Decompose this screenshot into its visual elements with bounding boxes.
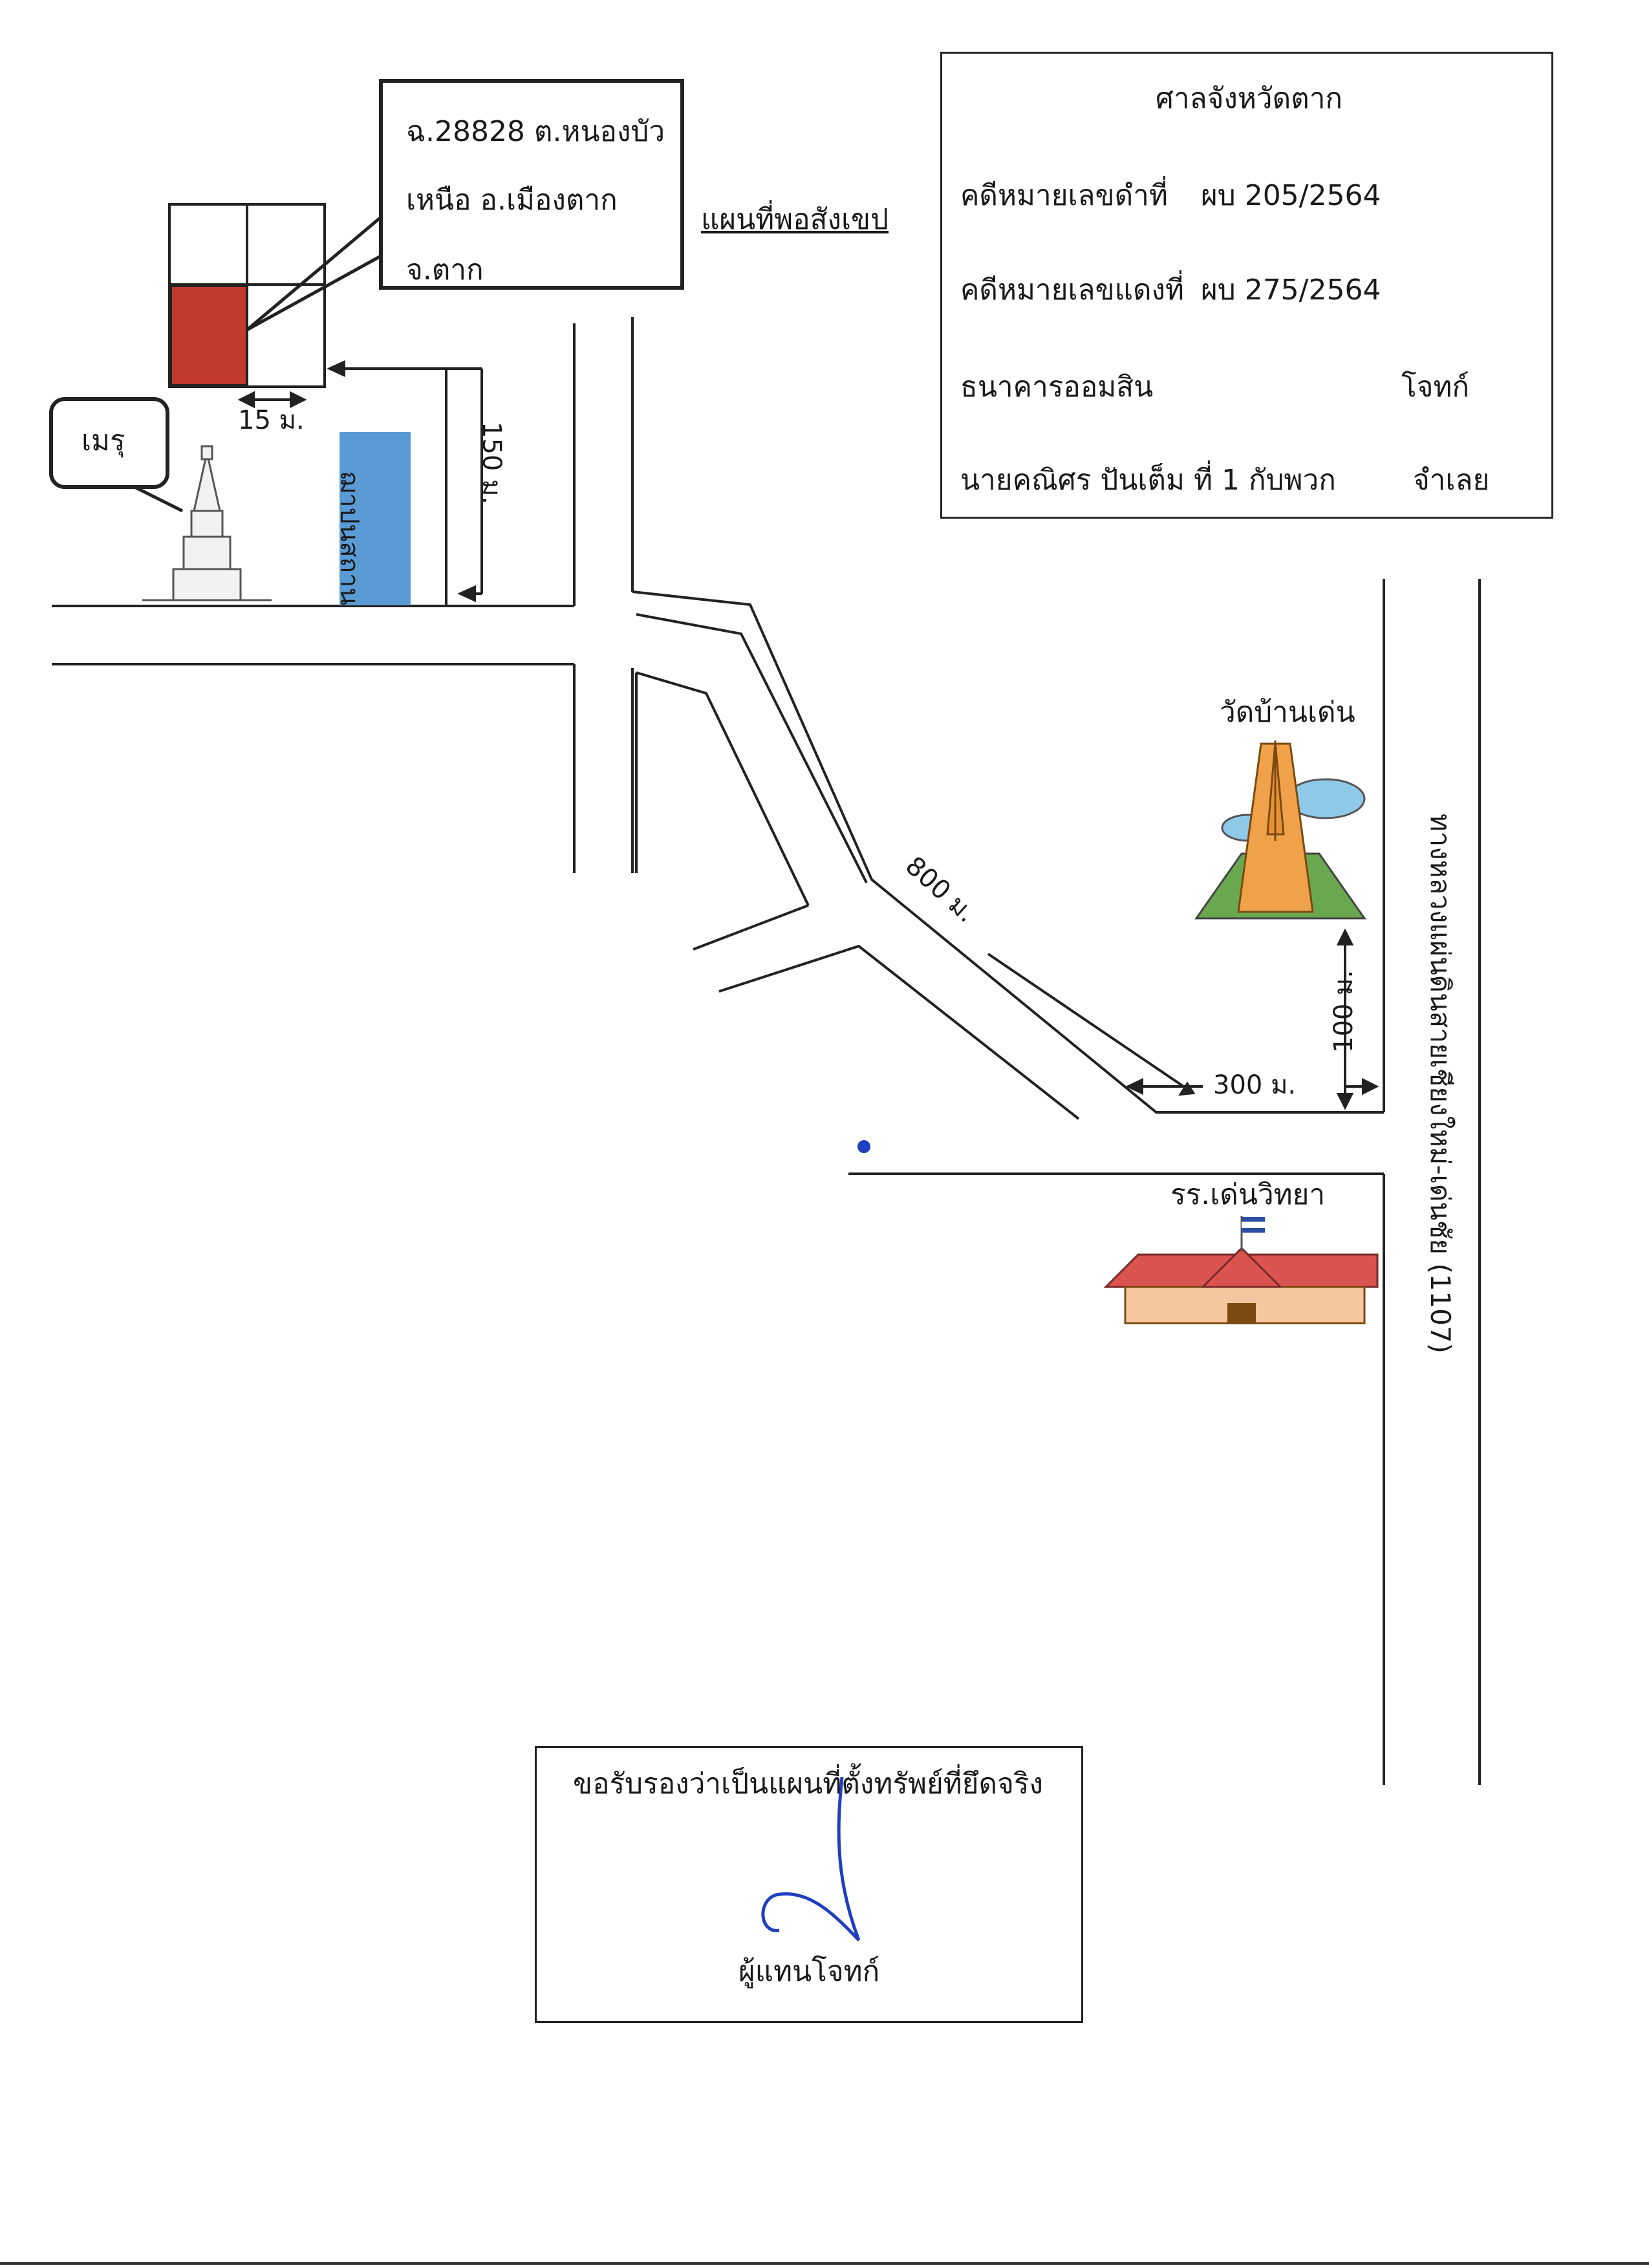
property-plot: [169, 285, 248, 387]
blue-dot: [857, 1140, 870, 1153]
cemetery-label: ฌาปนสถาน: [334, 471, 364, 605]
callout-line-3: จ.ตาก: [406, 254, 484, 286]
dimension-arrows: [237, 360, 1379, 1110]
callout-pointer: [246, 212, 387, 332]
property-callout: ฉ.28828 ต.หนองบัว เหนือ อ.เมืองตาก จ.ตาก: [379, 79, 684, 290]
court-name: ศาลจังหวัดตาก: [1156, 82, 1343, 115]
temple-stupa-drawing: [1194, 740, 1366, 920]
black-case-label: คดีหมายเลขดำที่: [960, 179, 1168, 212]
certification-statement: ขอรับรองว่าเป็นแผนที่ตั้งทรัพย์ที่ยึดจริ…: [573, 1767, 1044, 1800]
highway-label: ทางหลวงแผ่นดินสายเชียงใหม่-เด่นชัย (1107…: [1425, 814, 1456, 1354]
signature-drawing: [761, 1777, 861, 1941]
certification-box: ขอรับรองว่าเป็นแผนที่ตั้งทรัพย์ที่ยึดจริ…: [535, 1746, 1083, 2023]
meru-label: เมรุ: [81, 424, 125, 457]
red-case-number: ผบ 275/2564: [1201, 274, 1381, 307]
red-case-label: คดีหมายเลขแดงที่: [960, 274, 1185, 307]
temple-label: วัดบ้านเด่น: [1220, 696, 1355, 729]
distance-100m: 100 ม.: [1329, 969, 1359, 1053]
defendant-name: นายคณิศร ปันเต็ม ที่ 1 กับพวก: [960, 464, 1336, 497]
distance-150m: 150 ม.: [477, 422, 506, 505]
signer-role: ผู้แทนโจทก์: [738, 1955, 880, 1988]
defendant-role: จำเลย: [1413, 464, 1490, 497]
court-info-box: ศาลจังหวัดตาก คดีหมายเลขดำที่ ผบ 205/256…: [940, 52, 1553, 519]
cemetery-block: [339, 432, 411, 605]
bubble-pointer: [135, 486, 184, 513]
school-label: รร.เด่นวิทยา: [1170, 1178, 1326, 1211]
black-case-number: ผบ 205/2564: [1201, 179, 1381, 212]
callout-line-2: เหนือ อ.เมืองตาก: [406, 184, 618, 217]
meru-bubble: เมรุ: [49, 397, 169, 489]
school-building-drawing: [1103, 1216, 1379, 1324]
plaintiff-name: ธนาคารออมสิน: [960, 371, 1154, 404]
plaintiff-role: โจทก์: [1401, 371, 1470, 404]
map-title: แผนที่พอสังเขป: [701, 203, 889, 236]
distance-300m: 300 ม.: [1213, 1070, 1297, 1100]
roads: [52, 317, 1481, 1785]
callout-line-1: ฉ.28828 ต.หนองบัว: [406, 115, 665, 148]
distance-15m: 15 ม.: [238, 405, 305, 435]
meru-drawing: [142, 445, 272, 601]
